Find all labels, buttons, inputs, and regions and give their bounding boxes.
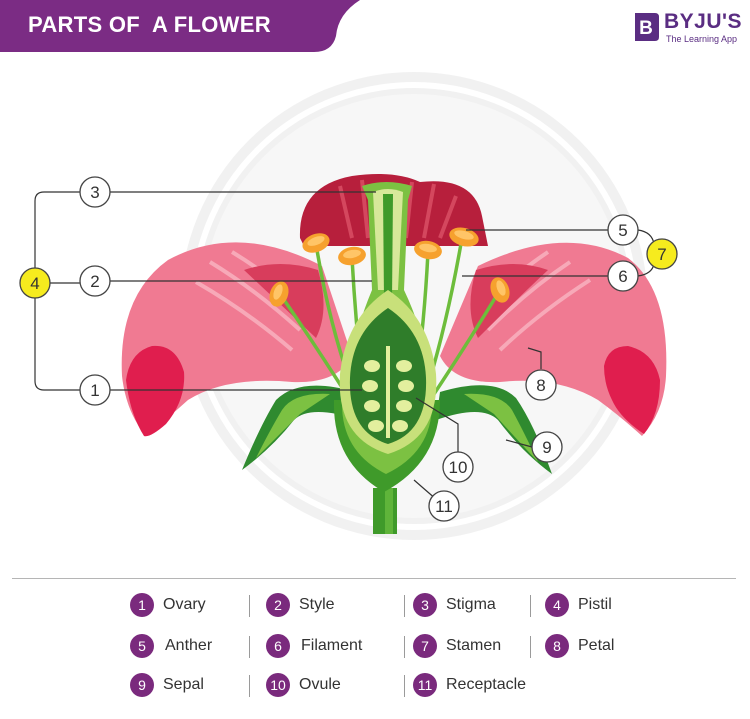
legend-separator (404, 636, 405, 658)
callout-7: 7 (646, 238, 678, 270)
legend-item-anther: 5 Anther (130, 634, 212, 658)
legend-label: Ovule (299, 676, 341, 693)
legend-number-badge: 10 (266, 673, 290, 697)
legend-number-badge: 11 (413, 673, 437, 697)
legend-separator (404, 675, 405, 697)
legend-label: Stigma (446, 596, 496, 613)
legend-number-badge: 6 (266, 634, 290, 658)
style-core (383, 194, 393, 300)
anthers (269, 227, 510, 307)
legend-number-badge: 5 (130, 634, 154, 658)
svg-text:3: 3 (90, 183, 99, 202)
leader-lines (34, 191, 655, 507)
callout-8: 8 (525, 369, 557, 401)
ovules (362, 346, 414, 438)
legend-item-stigma: 3 Stigma (413, 593, 496, 617)
callout-2: 2 (79, 265, 111, 297)
flower-diagram: 1 2 3 4 5 6 7 8 9 10 11 (19, 72, 678, 540)
callout-3: 3 (79, 176, 111, 208)
svg-text:5: 5 (618, 221, 627, 240)
callout-10: 10 (442, 451, 474, 483)
svg-text:10: 10 (449, 458, 468, 477)
legend-number-badge: 9 (130, 673, 154, 697)
legend-divider (12, 578, 736, 579)
legend-item-stamen: 7 Stamen (413, 634, 501, 658)
legend-separator (249, 636, 250, 658)
legend-label: Style (299, 596, 335, 613)
svg-text:4: 4 (30, 274, 39, 293)
callout-1: 1 (79, 374, 111, 406)
legend-label: Sepal (163, 676, 204, 693)
legend-label: Petal (578, 637, 615, 654)
legend-number-badge: 4 (545, 593, 569, 617)
callout-6: 6 (607, 260, 639, 292)
legend-item-ovule: 10 Ovule (266, 673, 341, 697)
legend-item-style: 2 Style (266, 593, 335, 617)
petal-left-tip (126, 345, 185, 437)
legend-label: Stamen (446, 637, 502, 654)
petal-right-tip (604, 346, 660, 434)
legend-number-badge: 7 (413, 634, 437, 658)
logo-tagline: The Learning App (666, 34, 738, 44)
legend-number-badge: 1 (130, 593, 154, 617)
legend-number-badge: 2 (266, 593, 290, 617)
legend-separator (530, 636, 531, 658)
svg-text:1: 1 (90, 381, 99, 400)
sepal-left (242, 385, 360, 470)
callout-4: 4 (19, 267, 51, 299)
svg-text:B: B (639, 18, 653, 39)
legend-number-badge: 3 (413, 593, 437, 617)
logo-badge-icon: B (635, 13, 659, 41)
petal-right-inner (470, 264, 548, 338)
legend-label: Filament (301, 637, 363, 654)
legend-separator (249, 595, 250, 617)
svg-text:6: 6 (618, 267, 627, 286)
sepal-left-highlight (256, 393, 330, 458)
legend-item-receptacle: 11 Receptacle (413, 673, 526, 697)
svg-text:2: 2 (90, 272, 99, 291)
logo-wordmark: BYJU'S (664, 10, 743, 33)
legend-item-petal: 8 Petal (545, 634, 614, 658)
callout-9: 9 (531, 431, 563, 463)
legend-separator (404, 595, 405, 617)
legend-number-badge: 8 (545, 634, 569, 658)
svg-text:9: 9 (542, 438, 551, 457)
callout-5: 5 (607, 214, 639, 246)
svg-text:8: 8 (536, 376, 545, 395)
legend-separator (530, 595, 531, 617)
legend-item-filament: 6 Filament (266, 634, 362, 658)
legend-label: Pistil (578, 596, 612, 613)
svg-text:11: 11 (435, 497, 453, 516)
legend-item-sepal: 9 Sepal (130, 673, 204, 697)
byjus-logo: B BYJU'S The Learning App (632, 10, 744, 46)
sepal-right (436, 385, 552, 474)
legend-label: Receptacle (446, 676, 527, 693)
petal-back-streaks (338, 179, 458, 239)
legend-label: Anther (165, 637, 213, 654)
legend-separator (249, 675, 250, 697)
callout-11: 11 (428, 490, 460, 522)
legend-label: Ovary (163, 596, 206, 613)
legend-item-pistil: 4 Pistil (545, 593, 612, 617)
page-title: PARTS OF A FLOWER (28, 12, 271, 37)
svg-text:7: 7 (657, 245, 666, 264)
title-banner (0, 0, 360, 52)
sepal-right-highlight (464, 393, 538, 462)
legend-item-ovary: 1 Ovary (130, 593, 206, 617)
